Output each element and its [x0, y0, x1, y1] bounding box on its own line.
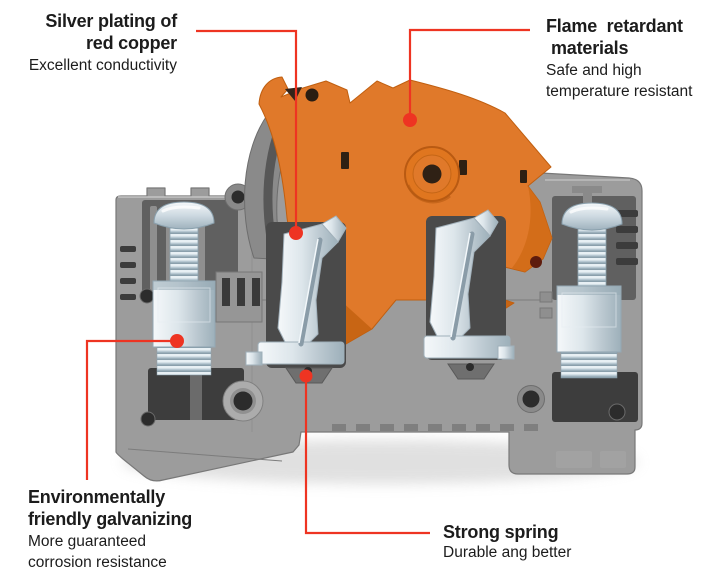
callout-dot-flame	[403, 113, 417, 127]
housing-holes	[139, 183, 626, 427]
annotation-title-line: red copper	[85, 33, 177, 53]
annotation-flame-retardant: Flame retardant materials Safe and high …	[546, 15, 720, 102]
left-spring-clamp	[245, 215, 347, 366]
annotation-title-line: materials	[551, 38, 629, 58]
callout-dot-galvanizing	[170, 334, 184, 348]
annotation-title-line: Strong spring	[443, 522, 559, 542]
callout-line-galvanizing	[85, 339, 171, 480]
clamp-box	[556, 285, 622, 353]
clamp-box	[152, 280, 216, 348]
annotation-desc-line: corrosion resistance	[28, 553, 167, 571]
annotation-desc-line: temperature resistant	[546, 82, 693, 100]
callout-line-flame	[408, 28, 530, 117]
annotation-desc-line: Safe and high	[546, 62, 642, 79]
right-spring-clamp	[423, 209, 515, 360]
left-screw-assembly	[152, 201, 216, 376]
annotation-desc-line: Durable ang better	[443, 544, 572, 561]
annotation-title-line: friendly galvanizing	[28, 509, 193, 529]
annotation-strong-spring: Strong spring Durable ang better	[443, 521, 663, 564]
annotation-title-line: Silver plating of	[45, 11, 177, 31]
spring-wire	[450, 231, 475, 341]
callout-line-silver	[196, 29, 298, 230]
callouts	[85, 28, 530, 535]
annotation-desc-line: Excellent conductivity	[28, 57, 177, 74]
callout-dot-silver	[289, 226, 303, 240]
annotation-silver-plating: Silver plating of red copper Excellent c…	[0, 10, 177, 77]
annotation-title-line: Environmentally	[28, 487, 166, 507]
spring-wire	[298, 237, 323, 347]
annotation-galvanizing: Environmentally friendly galvanizing Mor…	[28, 486, 258, 573]
annotation-desc-line: More guaranteed	[28, 533, 147, 550]
annotation-title-line: Flame retardant	[546, 16, 683, 36]
right-screw-assembly	[556, 202, 623, 379]
callout-line-spring	[304, 380, 430, 535]
callout-dot-spring	[299, 369, 313, 383]
